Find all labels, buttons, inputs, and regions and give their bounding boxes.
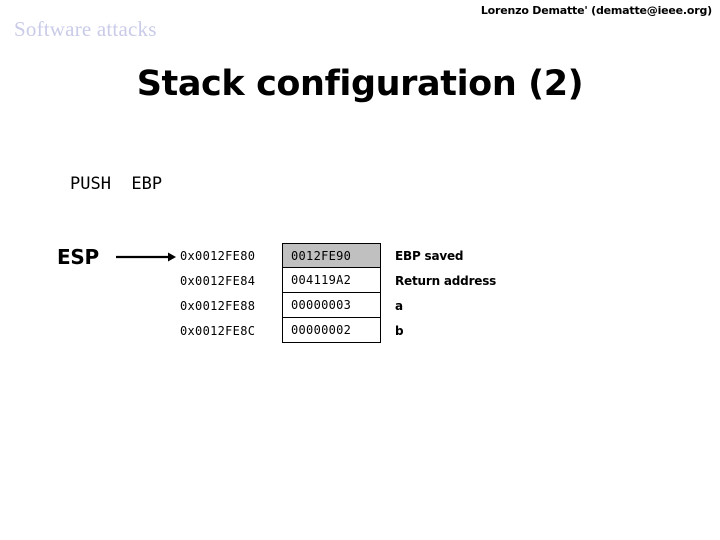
- stack-address: 0x0012FE80: [180, 248, 256, 263]
- stack-address: 0x0012FE88: [180, 298, 256, 313]
- stack-value: 004119A2: [282, 268, 381, 293]
- stack-description: b: [395, 323, 404, 338]
- stack-address: 0x0012FE8C: [180, 323, 256, 338]
- stack-value: 0012FE90: [282, 243, 381, 268]
- table-row: 0x0012FE8C 00000002 b: [180, 318, 555, 343]
- page-title: Stack configuration (2): [136, 64, 584, 104]
- assembly-instruction: PUSH EBP: [70, 174, 163, 194]
- stack-table: 0x0012FE80 0012FE90 EBP saved 0x0012FE84…: [180, 243, 555, 343]
- stack-address: 0x0012FE84: [180, 273, 256, 288]
- stack-description: EBP saved: [395, 248, 464, 263]
- table-row: 0x0012FE80 0012FE90 EBP saved: [180, 243, 555, 268]
- stack-description: Return address: [395, 273, 497, 288]
- table-row: 0x0012FE84 004119A2 Return address: [180, 268, 555, 293]
- stack-value: 00000003: [282, 293, 381, 318]
- section-title: Software attacks: [14, 17, 157, 41]
- stack-value: 00000002: [282, 318, 381, 343]
- stack-description: a: [395, 298, 403, 313]
- table-row: 0x0012FE88 00000003 a: [180, 293, 555, 318]
- right-arrow-icon: [116, 252, 176, 262]
- esp-register-label: ESP: [57, 245, 99, 269]
- author-credit: Lorenzo Dematte' (dematte@ieee.org): [480, 4, 712, 17]
